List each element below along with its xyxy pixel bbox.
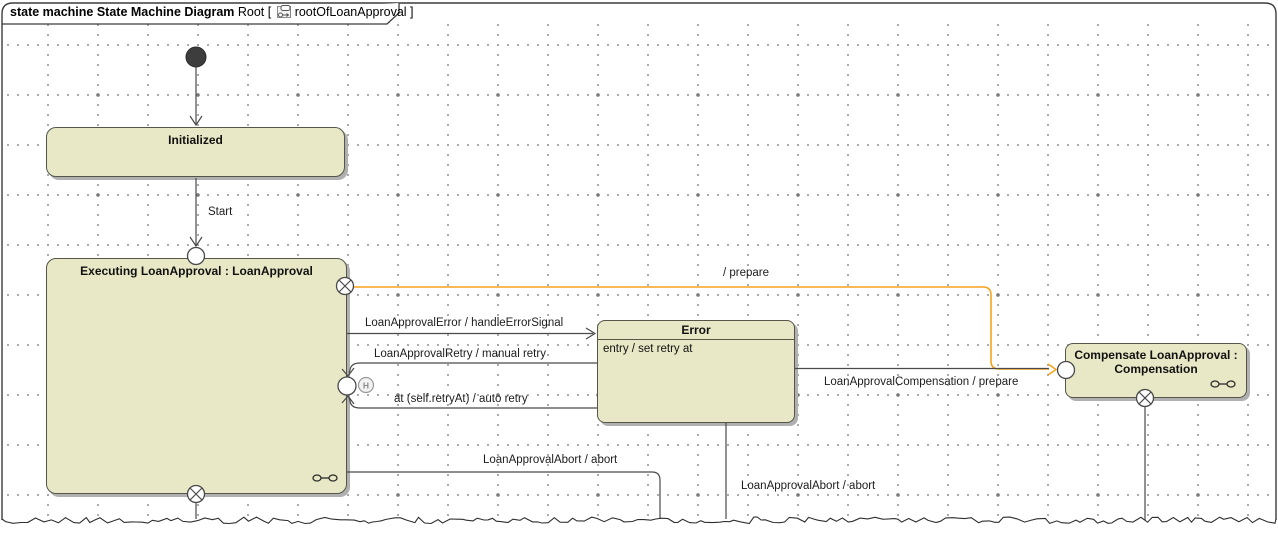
diagram-title: state machine State Machine Diagram Root… <box>10 5 414 19</box>
state-title: Initialized <box>168 133 223 147</box>
diagram-keyword: state machine <box>10 5 97 19</box>
transition-label-start[interactable]: Start <box>208 206 233 218</box>
state-title: Error <box>598 321 794 340</box>
transition-label-abort-executing[interactable]: LoanApprovalAbort / abort <box>483 454 618 466</box>
state-title-line1: Compensate LoanApproval : <box>1074 348 1238 362</box>
state-machine-diagram-icon <box>276 5 291 18</box>
state-compensate-loanapproval[interactable]: Compensate LoanApproval : Compensation <box>1065 343 1247 398</box>
transition-label-abort-error[interactable]: LoanApprovalAbort / abort <box>741 480 876 492</box>
transition-label-manual-retry[interactable]: LoanApprovalRetry / manual retry <box>374 348 546 360</box>
state-executing-loanapproval[interactable]: Executing LoanApproval : LoanApproval <box>46 258 347 494</box>
entry-activity: entry / set retry at <box>603 343 693 355</box>
state-initialized[interactable]: Initialized <box>46 127 345 177</box>
transition-label-auto-retry[interactable]: at (self.retryAt) / auto retry <box>394 393 528 405</box>
state-title: Executing LoanApproval : LoanApproval <box>80 264 313 278</box>
transition-label-error-signal[interactable]: LoanApprovalError / handleErrorSignal <box>365 317 564 329</box>
transition-label-prepare[interactable]: / prepare <box>723 267 770 279</box>
diagram-context: Root [ <box>237 5 275 19</box>
state-title-line2: Compensation <box>1114 362 1198 376</box>
diagram-name: State Machine Diagram <box>96 5 238 19</box>
state-error[interactable]: Error entry / set retry at <box>597 320 795 423</box>
diagram-reference: rootOfLoanApproval ] <box>294 5 414 19</box>
transition-label-compensation[interactable]: LoanApprovalCompensation / prepare <box>824 376 1019 388</box>
